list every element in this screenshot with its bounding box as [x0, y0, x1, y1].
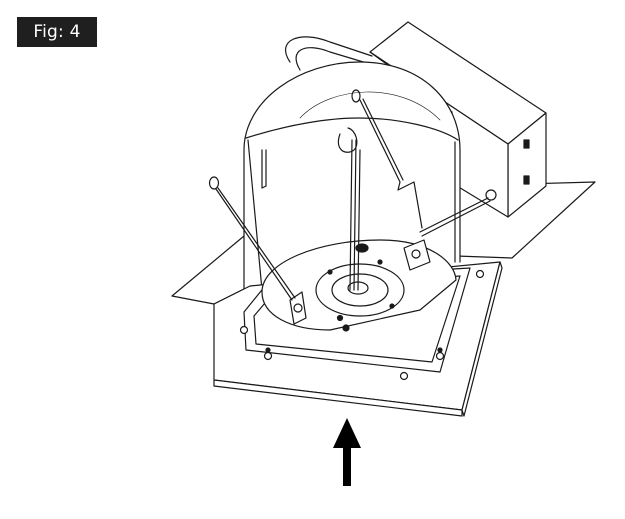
torsion-spring-right — [419, 189, 497, 237]
mounting-clip-right — [403, 239, 431, 271]
bezel-screws — [265, 314, 443, 353]
junction-box — [369, 21, 547, 218]
power-wires — [337, 127, 369, 291]
torsion-spring-top — [351, 89, 423, 229]
figure-label: Fig: 4 — [17, 17, 97, 47]
mounting-clip-left — [289, 291, 307, 325]
flexible-conduit — [284, 36, 373, 71]
torsion-spring-left — [208, 176, 296, 301]
